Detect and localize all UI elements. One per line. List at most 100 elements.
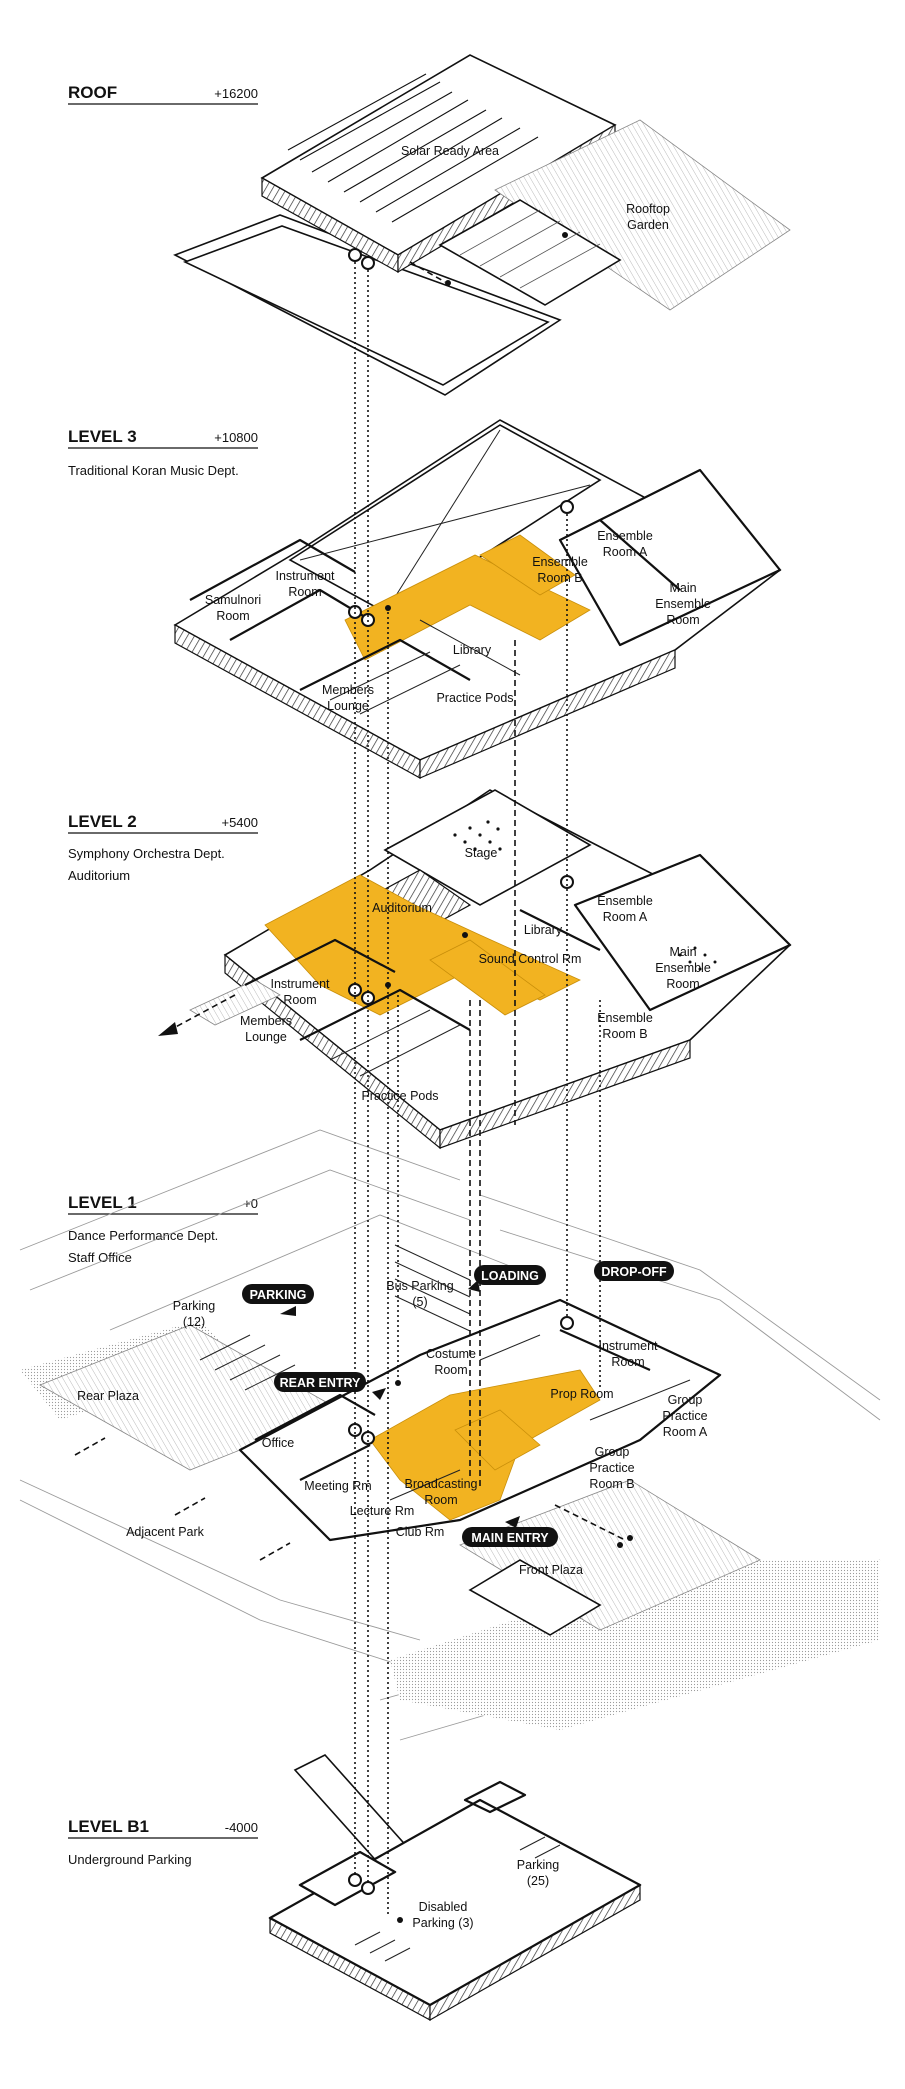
l3-ensemble-wall: [558, 468, 782, 647]
l3-ensemble-room-a-label: Ensemble: [597, 529, 653, 543]
solar-ready-area-label: Solar Ready Area: [401, 144, 499, 158]
l1-group-practice-b-label: Room B: [589, 1477, 634, 1491]
roof-level-drawing: Solar Ready Area Rooftop Garden: [173, 54, 791, 396]
tag-label: DROP-OFF: [601, 1265, 667, 1279]
level-title: LEVEL 3: [68, 427, 137, 446]
l1-partitions: [254, 1328, 691, 1501]
l1-instrument-room-label: Instrument: [598, 1339, 658, 1353]
l3-atrium: [288, 424, 602, 616]
drop-off-tag: DROP-OFF: [594, 1261, 674, 1281]
solar-panel-rows: [287, 73, 539, 223]
l1-broadcasting-room-label: Broadcasting: [405, 1477, 478, 1491]
b1-parking-stalls: [354, 1836, 561, 1962]
l3-slab-edge-side: [419, 649, 676, 779]
b1-stair-box: [463, 1780, 527, 1814]
l1-front-plaza-label: Front Plaza: [519, 1563, 583, 1577]
core-circle: [361, 991, 375, 1005]
main-entry-tag: MAIN ENTRY: [462, 1516, 558, 1547]
l1-instrument-room-label: Room: [611, 1355, 644, 1369]
core-circle: [348, 248, 362, 262]
level-subtitle: Staff Office: [68, 1250, 132, 1265]
core-circle: [361, 1881, 375, 1895]
tag-label: PARKING: [250, 1288, 307, 1302]
node-dot: [397, 1917, 403, 1923]
l2-ensemble-room-a-label: Ensemble: [597, 894, 653, 908]
node-dot: [617, 1542, 623, 1548]
l2-main-ensemble-room-label: Main: [669, 945, 696, 959]
l3-ensemble-room-a-label: Room A: [603, 545, 648, 559]
main-entry-path: [554, 1504, 626, 1541]
park-link-arrow: [174, 1497, 206, 1516]
l1-bus-parking-label: (5): [412, 1295, 427, 1309]
l1-costume-room-label: Costume: [426, 1347, 476, 1361]
l1-group-practice-b-label: Practice: [589, 1461, 634, 1475]
parking-tag: PARKING: [242, 1284, 314, 1316]
l2-auditorium-label: Auditorium: [372, 901, 432, 915]
core-circle: [361, 256, 375, 270]
tag-label: REAR ENTRY: [280, 1376, 361, 1390]
l1-stair: [454, 1409, 541, 1471]
l3-atrium-x: [299, 484, 591, 561]
core-circle: [348, 1423, 362, 1437]
node-dot: [627, 1535, 633, 1541]
park-link-arrow: [74, 1437, 106, 1456]
paving-joints: [459, 209, 601, 289]
l1-adjacent-park-label: Adjacent Park: [126, 1525, 205, 1539]
l2-stair: [429, 939, 546, 1016]
b1-parking-label: (25): [527, 1874, 549, 1888]
l2-ensemble-room-a-label: Room A: [603, 910, 648, 924]
l1-group-practice-a-label: Practice: [662, 1409, 707, 1423]
vertical-core-alignment-lines: [354, 262, 601, 1915]
l1-road-texture: [390, 1560, 880, 1730]
level-subtitle: Dance Performance Dept.: [68, 1228, 218, 1243]
l2-main-ensemble-room-label: Ensemble: [655, 961, 711, 975]
l3-library-label: Library: [453, 643, 492, 657]
arrow-icon: [505, 1516, 520, 1528]
l3-main-ensemble-room-label: Main: [669, 581, 696, 595]
l1-lecture-rm-label: Lecture Rm: [350, 1504, 415, 1518]
l1-group-practice-a-label: Room A: [663, 1425, 708, 1439]
l2-instrument-room-label: Instrument: [270, 977, 330, 991]
level-elevation: +10800: [214, 430, 258, 445]
l2-ensemble-room-b-label: Room B: [602, 1027, 647, 1041]
rooftop-paving: [438, 199, 622, 306]
roof-access-line: [409, 261, 446, 283]
core-circle: [560, 875, 574, 889]
level-elevation: +0: [243, 1196, 258, 1211]
rear-entry-tag: REAR ENTRY: [274, 1372, 386, 1400]
l2-stage: [383, 789, 592, 906]
l3-partition: [599, 519, 681, 591]
l3-instrument-room-label: Instrument: [275, 569, 335, 583]
l3-ensemble-room-b-label: Ensemble: [532, 555, 588, 569]
l2-orchestra-seats: [453, 820, 502, 851]
tag-label: MAIN ENTRY: [471, 1531, 549, 1545]
loading-tag: LOADING: [468, 1265, 546, 1292]
core-circle: [361, 1431, 375, 1445]
rooftop-garden-label: Garden: [627, 218, 669, 232]
l1-parking-stalls: [199, 1244, 471, 1391]
l1-costume-room-label: Room: [434, 1363, 467, 1377]
l3-atrium-x: [389, 429, 501, 606]
level-b1-drawing: Parking (25) Disabled Parking (3): [268, 1754, 642, 2022]
l1-prop-room-label: Prop Room: [550, 1387, 613, 1401]
b1-core-wall: [298, 1850, 397, 1907]
l3-samulnori-room-label: Samulnori: [205, 593, 261, 607]
level-heading-roof: ROOF +16200: [68, 83, 258, 105]
l3-instrument-room-label: Room: [288, 585, 321, 599]
node-dot: [395, 1380, 401, 1386]
node-dot: [385, 982, 391, 988]
level-title: LEVEL 1: [68, 1193, 137, 1212]
arrow-icon: [280, 1306, 296, 1316]
l1-bus-parking-label: Bus Parking: [386, 1279, 453, 1293]
core-circle: [348, 1873, 362, 1887]
node-dot: [385, 605, 391, 611]
level-elevation: +16200: [214, 86, 258, 101]
core-circle: [560, 500, 574, 514]
l2-ensemble-seats: [678, 946, 717, 971]
park-link-arrow: [259, 1542, 291, 1561]
level-title: LEVEL 2: [68, 812, 137, 831]
l2-ensemble-wall: [573, 853, 792, 1012]
l2-sound-control-rm-label: Sound Control Rm: [479, 952, 582, 966]
core-circle: [348, 983, 362, 997]
l1-building-outline: [238, 1298, 722, 1542]
